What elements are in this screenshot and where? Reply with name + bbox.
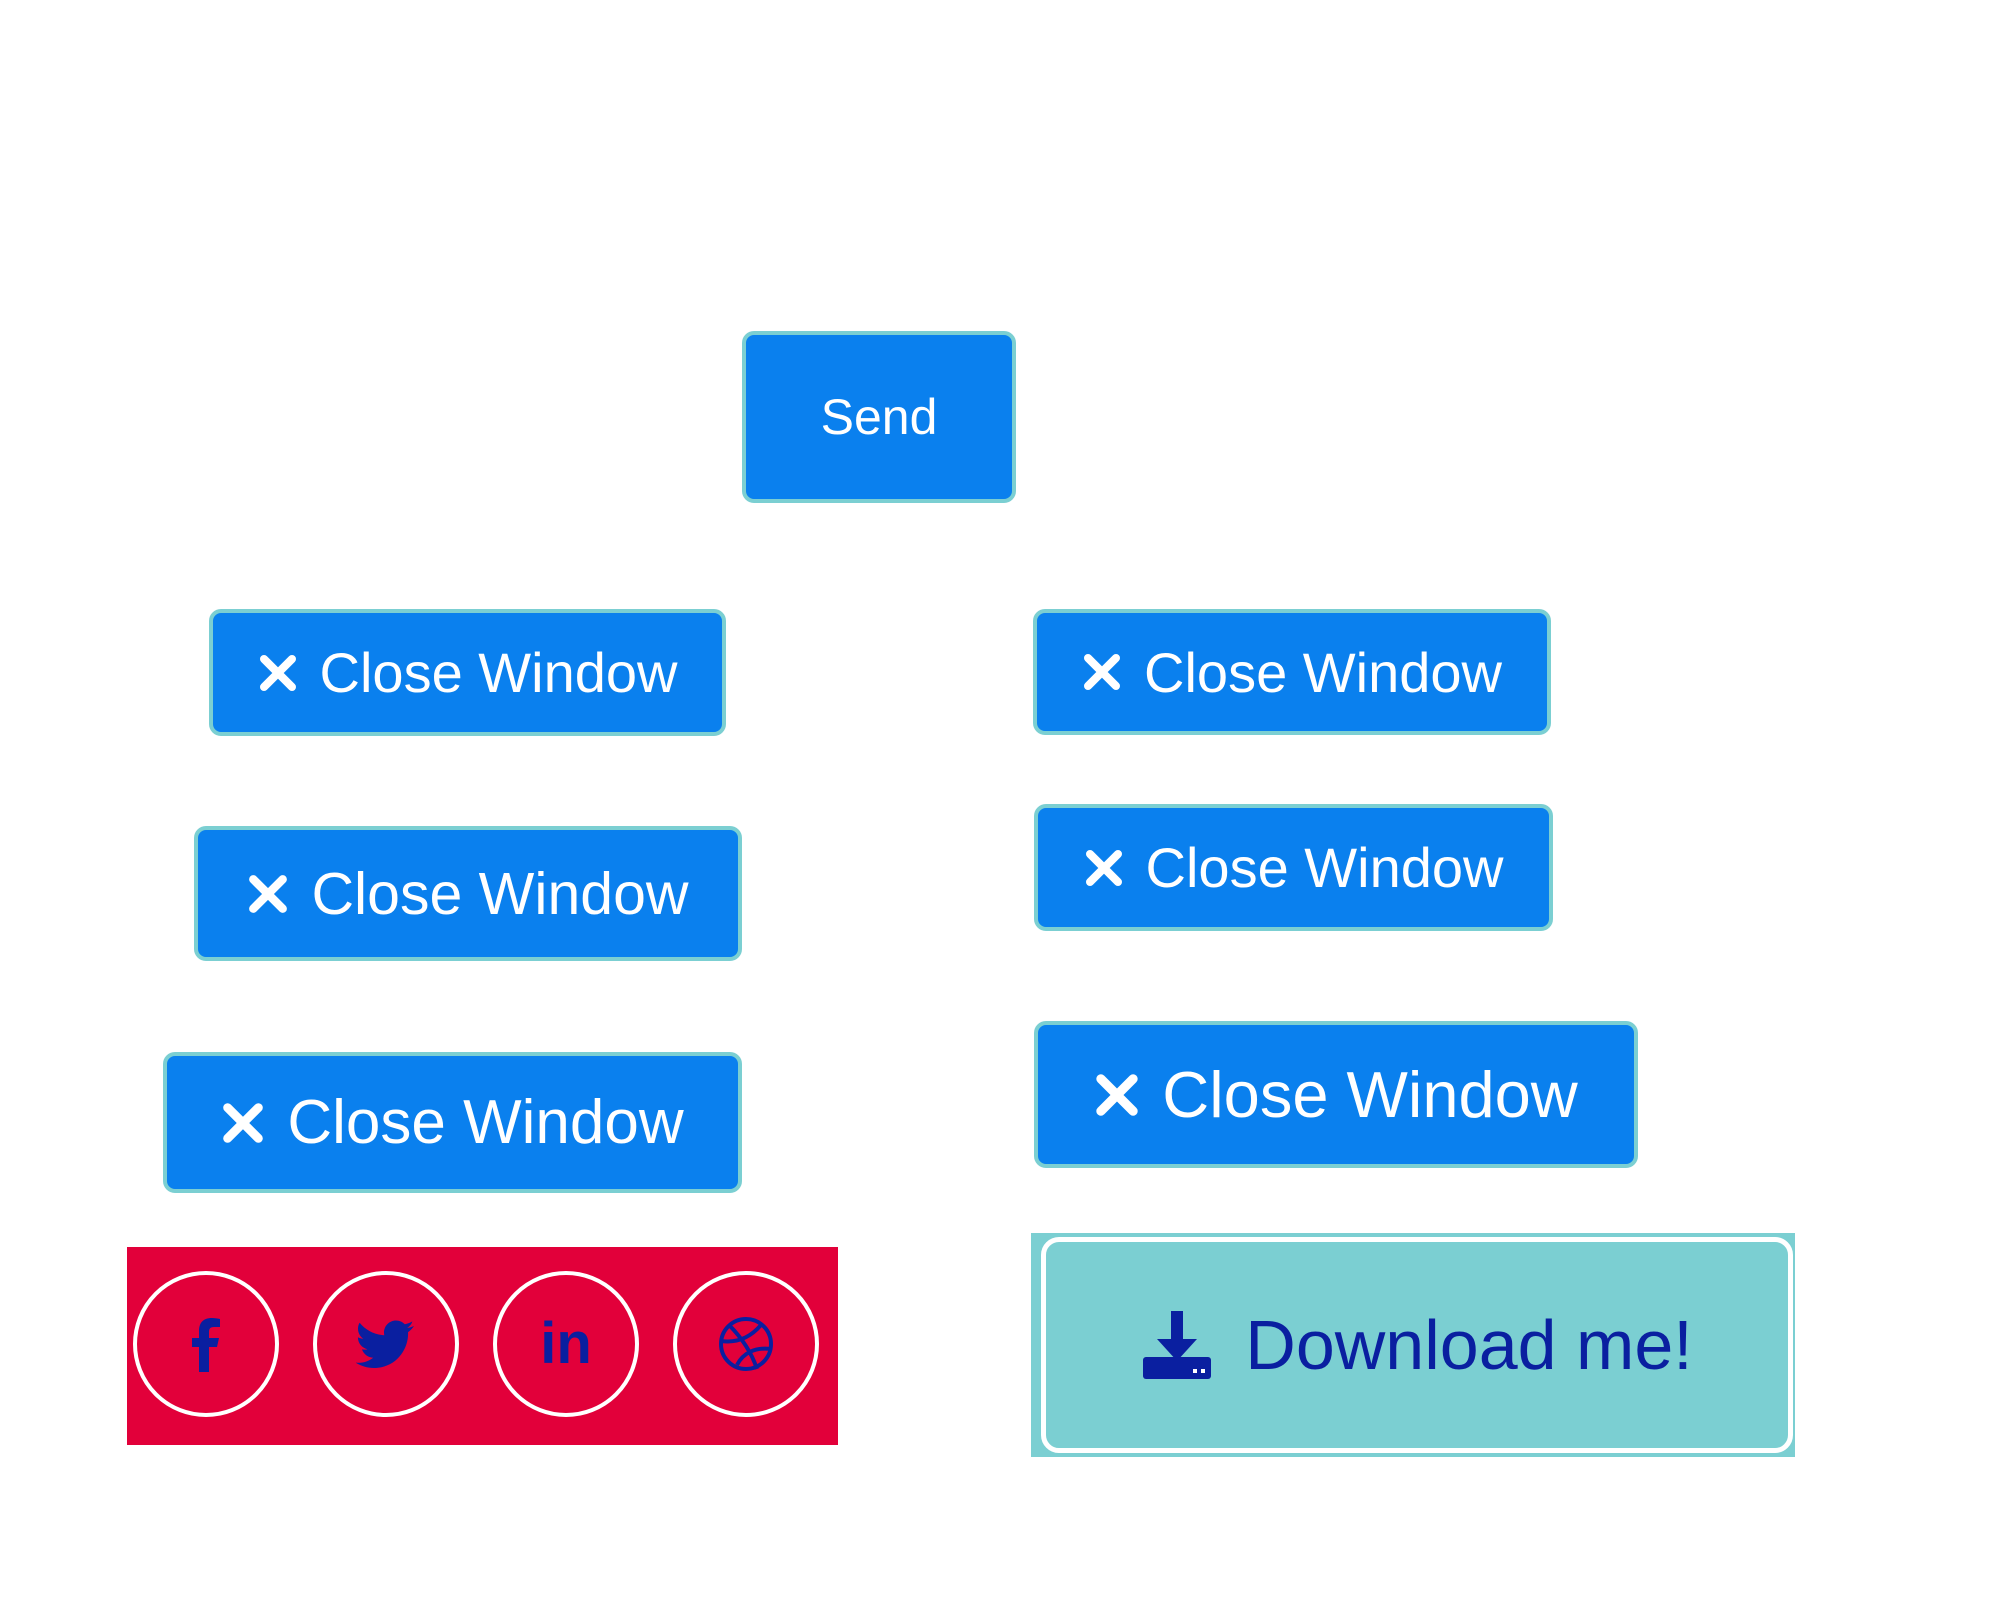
close-window-label: Close Window: [1162, 1058, 1578, 1131]
close-icon: [1082, 652, 1122, 692]
close-window-label: Close Window: [1144, 640, 1502, 704]
close-window-button[interactable]: Close Window: [1033, 609, 1551, 735]
close-window-button[interactable]: Close Window: [163, 1052, 742, 1193]
linkedin-icon: in: [540, 1311, 592, 1376]
close-window-label: Close Window: [287, 1088, 684, 1157]
facebook-link[interactable]: [133, 1271, 279, 1417]
close-icon: [1084, 848, 1124, 888]
download-icon: [1141, 1309, 1213, 1381]
download-button-container: Download me!: [1031, 1233, 1795, 1457]
social-links-bar: in: [127, 1247, 838, 1445]
dribbble-icon: [717, 1315, 775, 1373]
close-window-button[interactable]: Close Window: [194, 826, 742, 961]
send-button[interactable]: Send: [742, 331, 1016, 503]
close-window-button[interactable]: Close Window: [1034, 1021, 1638, 1168]
dribbble-link[interactable]: [673, 1271, 819, 1417]
facebook-icon: [186, 1314, 226, 1374]
close-icon: [1094, 1072, 1140, 1118]
close-window-label: Close Window: [1145, 836, 1504, 899]
close-window-label: Close Window: [311, 860, 689, 927]
close-icon: [221, 1101, 265, 1145]
download-button-label: Download me!: [1245, 1306, 1693, 1384]
linkedin-link[interactable]: in: [493, 1271, 639, 1417]
close-window-button[interactable]: Close Window: [209, 609, 726, 736]
send-button-label: Send: [820, 389, 938, 445]
close-icon: [247, 873, 289, 915]
close-window-label: Close Window: [319, 641, 678, 704]
twitter-icon: [356, 1319, 416, 1369]
twitter-link[interactable]: [313, 1271, 459, 1417]
close-icon: [258, 653, 298, 693]
download-button[interactable]: Download me!: [1041, 1237, 1793, 1453]
close-window-button[interactable]: Close Window: [1034, 804, 1553, 931]
